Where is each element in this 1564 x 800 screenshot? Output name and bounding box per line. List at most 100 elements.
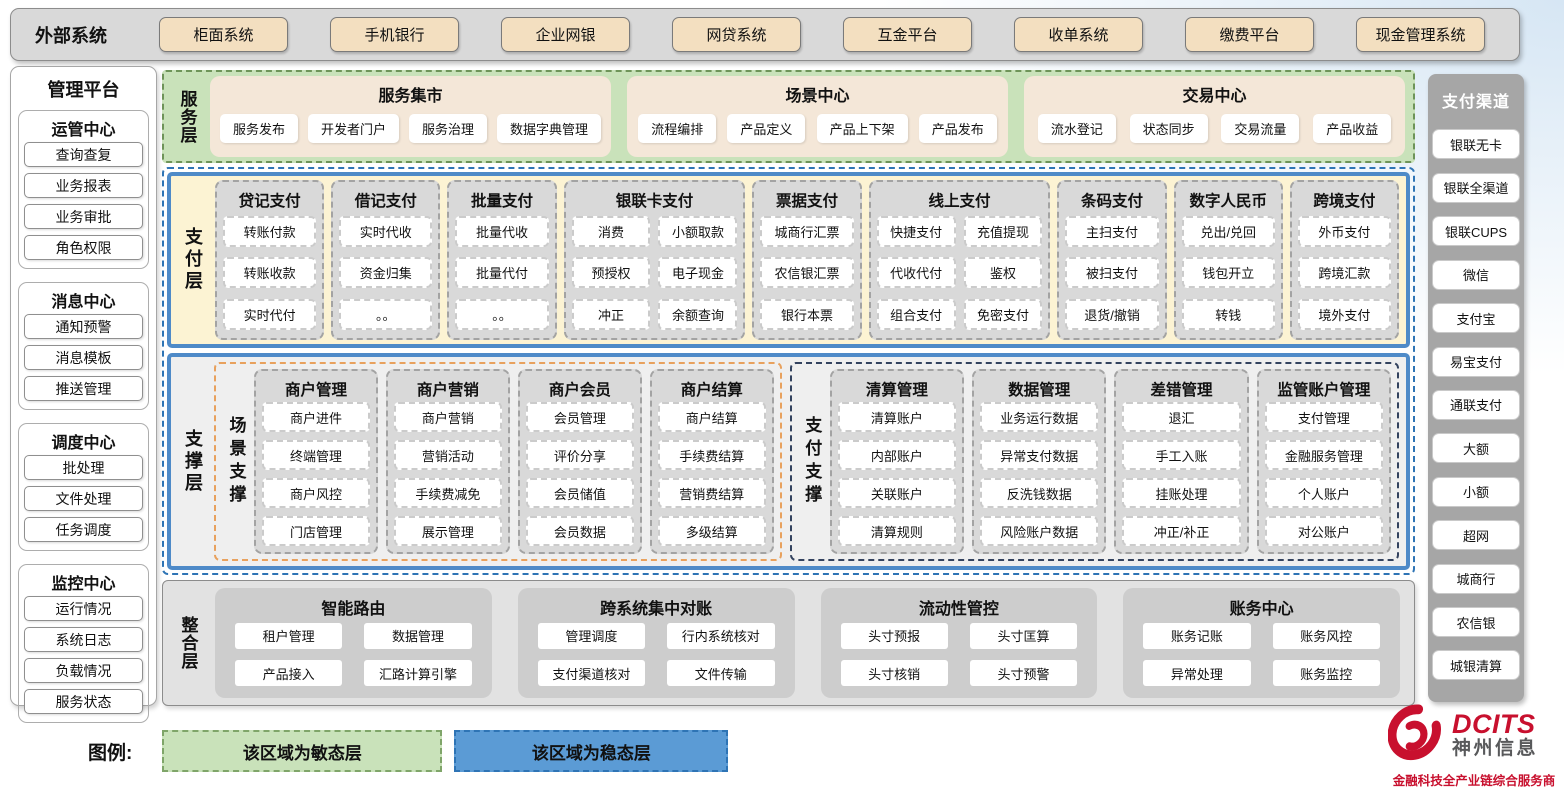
management-item-button[interactable]: 服务状态	[24, 689, 143, 714]
payment-item-button[interactable]: 外币支付	[1297, 215, 1392, 247]
management-item-button[interactable]: 业务报表	[24, 173, 143, 198]
support-item-button[interactable]: 支付管理	[1264, 402, 1383, 432]
channel-button[interactable]: 银联无卡	[1432, 129, 1520, 160]
support-item-button[interactable]: 会员数据	[525, 516, 634, 546]
channel-button[interactable]: 支付宝	[1432, 303, 1520, 334]
service-item-button[interactable]: 流水登记	[1037, 114, 1116, 143]
payment-item-button[interactable]: 消费	[571, 215, 651, 247]
support-item-button[interactable]: 冲正/补正	[1122, 516, 1241, 546]
external-system-button[interactable]: 网贷系统	[672, 17, 801, 52]
integration-item-button[interactable]: 头寸核销	[840, 660, 948, 687]
service-item-button[interactable]: 服务发布	[220, 114, 299, 143]
payment-item-button[interactable]: 农信银汇票	[760, 257, 854, 288]
payment-item-button[interactable]: 充值提现	[963, 215, 1043, 247]
payment-item-button[interactable]: 转钱	[1181, 298, 1275, 330]
support-item-button[interactable]: 个人账户	[1264, 478, 1383, 508]
integration-item-button[interactable]: 管理调度	[537, 622, 646, 649]
payment-item-button[interactable]: 。。	[339, 298, 433, 330]
support-item-button[interactable]: 终端管理	[262, 440, 370, 470]
integration-item-button[interactable]: 账务记账	[1143, 622, 1251, 649]
management-item-button[interactable]: 查询查复	[24, 142, 143, 167]
support-item-button[interactable]: 清算账户	[837, 402, 957, 432]
payment-item-button[interactable]: 兑出/兑回	[1181, 215, 1275, 247]
channel-button[interactable]: 小额	[1432, 476, 1520, 507]
payment-item-button[interactable]: 余额查询	[658, 298, 738, 330]
external-system-button[interactable]: 收单系统	[1014, 17, 1143, 52]
channel-button[interactable]: 通联支付	[1432, 389, 1520, 420]
service-item-button[interactable]: 交易流量	[1221, 114, 1300, 143]
channel-button[interactable]: 易宝支付	[1432, 346, 1520, 377]
service-item-button[interactable]: 服务治理	[409, 114, 488, 143]
management-item-button[interactable]: 消息模板	[24, 345, 143, 370]
service-item-button[interactable]: 数据字典管理	[497, 114, 602, 143]
management-item-button[interactable]: 运行情况	[24, 596, 143, 621]
support-item-button[interactable]: 反洗钱数据	[980, 478, 1099, 508]
service-item-button[interactable]: 产品上下架	[816, 114, 908, 143]
payment-item-button[interactable]: 资金归集	[339, 257, 433, 288]
support-item-button[interactable]: 营销费结算	[657, 478, 766, 508]
external-system-button[interactable]: 手机银行	[330, 17, 459, 52]
payment-item-button[interactable]: 组合支付	[876, 298, 956, 330]
external-system-button[interactable]: 缴费平台	[1185, 17, 1314, 52]
payment-item-button[interactable]: 被扫支付	[1065, 257, 1159, 288]
support-item-button[interactable]: 金融服务管理	[1264, 440, 1383, 470]
support-item-button[interactable]: 商户营销	[393, 402, 502, 432]
support-item-button[interactable]: 内部账户	[837, 440, 957, 470]
support-item-button[interactable]: 异常支付数据	[980, 440, 1099, 470]
payment-item-button[interactable]: 跨境汇款	[1297, 257, 1392, 288]
integration-item-button[interactable]: 头寸预警	[969, 660, 1078, 687]
support-item-button[interactable]: 挂账处理	[1122, 478, 1241, 508]
payment-item-button[interactable]: 快捷支付	[876, 215, 956, 247]
management-item-button[interactable]: 角色权限	[24, 235, 143, 260]
management-item-button[interactable]: 业务审批	[24, 204, 143, 229]
support-item-button[interactable]: 多级结算	[657, 516, 766, 546]
integration-item-button[interactable]: 账务监控	[1272, 660, 1380, 687]
support-item-button[interactable]: 关联账户	[837, 478, 957, 508]
service-item-button[interactable]: 产品收益	[1313, 114, 1392, 143]
channel-button[interactable]: 银联全渠道	[1432, 172, 1520, 203]
integration-item-button[interactable]: 异常处理	[1143, 660, 1251, 687]
payment-item-button[interactable]: 电子现金	[658, 257, 738, 288]
external-system-button[interactable]: 企业网银	[501, 17, 630, 52]
integration-item-button[interactable]: 头寸预报	[840, 622, 948, 649]
integration-item-button[interactable]: 汇路计算引擎	[364, 660, 472, 687]
payment-item-button[interactable]: 实时代付	[223, 298, 317, 330]
support-item-button[interactable]: 展示管理	[393, 516, 502, 546]
support-item-button[interactable]: 商户结算	[657, 402, 766, 432]
payment-item-button[interactable]: 境外支付	[1297, 298, 1392, 330]
support-item-button[interactable]: 手续费减免	[393, 478, 502, 508]
support-item-button[interactable]: 商户风控	[262, 478, 370, 508]
support-item-button[interactable]: 会员管理	[525, 402, 634, 432]
channel-button[interactable]: 银联CUPS	[1432, 216, 1520, 247]
channel-button[interactable]: 超网	[1432, 520, 1520, 551]
integration-item-button[interactable]: 文件传输	[667, 660, 775, 687]
integration-item-button[interactable]: 支付渠道核对	[537, 660, 646, 687]
payment-item-button[interactable]: 预授权	[571, 257, 651, 288]
payment-item-button[interactable]: 转账收款	[223, 257, 317, 288]
payment-item-button[interactable]: 。。	[455, 298, 549, 330]
support-item-button[interactable]: 手续费结算	[657, 440, 766, 470]
support-item-button[interactable]: 手工入账	[1122, 440, 1241, 470]
management-item-button[interactable]: 系统日志	[24, 627, 143, 652]
integration-item-button[interactable]: 数据管理	[364, 622, 472, 649]
payment-item-button[interactable]: 鉴权	[963, 257, 1043, 288]
management-item-button[interactable]: 负载情况	[24, 658, 143, 683]
external-system-button[interactable]: 现金管理系统	[1356, 17, 1485, 52]
external-system-button[interactable]: 互金平台	[843, 17, 972, 52]
support-item-button[interactable]: 营销活动	[393, 440, 502, 470]
service-item-button[interactable]: 状态同步	[1129, 114, 1208, 143]
payment-item-button[interactable]: 代收代付	[876, 257, 956, 288]
payment-item-button[interactable]: 退货/撤销	[1065, 298, 1159, 330]
payment-item-button[interactable]: 实时代收	[339, 215, 433, 247]
support-item-button[interactable]: 评价分享	[525, 440, 634, 470]
payment-item-button[interactable]: 城商行汇票	[760, 215, 854, 247]
support-item-button[interactable]: 风险账户数据	[980, 516, 1099, 546]
channel-button[interactable]: 微信	[1432, 259, 1520, 290]
support-item-button[interactable]: 门店管理	[262, 516, 370, 546]
management-item-button[interactable]: 任务调度	[24, 517, 143, 542]
integration-item-button[interactable]: 行内系统核对	[667, 622, 775, 649]
channel-button[interactable]: 农信银	[1432, 607, 1520, 638]
payment-item-button[interactable]: 批量代付	[455, 257, 549, 288]
channel-button[interactable]: 城商行	[1432, 563, 1520, 594]
integration-item-button[interactable]: 产品接入	[235, 660, 343, 687]
